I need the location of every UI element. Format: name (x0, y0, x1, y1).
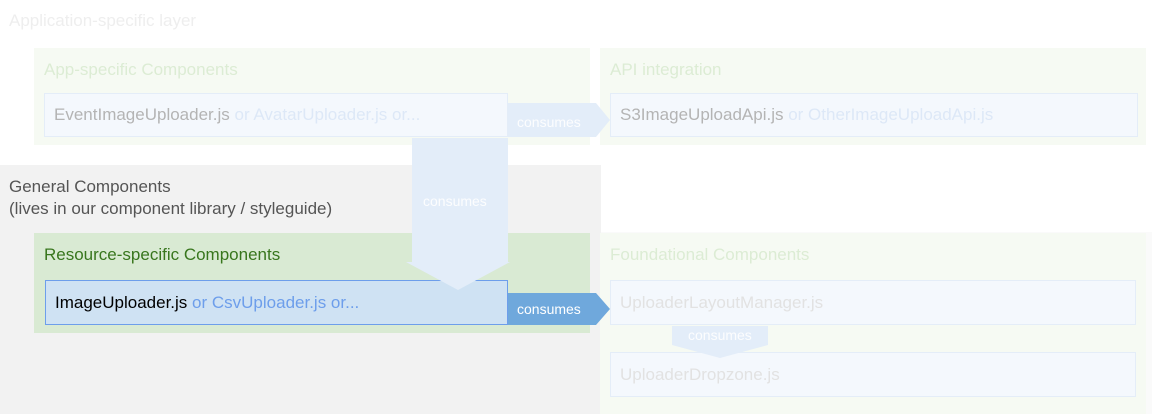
general-components-title: General Components (lives in our compone… (9, 176, 332, 220)
general-components-title-line2: (lives in our component library / styleg… (9, 199, 333, 218)
foundational-components-panel: Foundational Components UploaderLayoutMa… (600, 233, 1146, 414)
api-integration-panel: API integration S3ImageUploadApi.js or O… (600, 48, 1146, 145)
image-uploader-label: ImageUploader.js (55, 292, 188, 312)
image-uploader-box[interactable]: ImageUploader.js or CsvUploader.js or... (45, 280, 508, 325)
app-to-api-arrow (508, 103, 610, 137)
layout-manager-box[interactable]: UploaderLayoutManager.js (610, 280, 1136, 325)
api-integration-title: API integration (610, 60, 722, 79)
resource-alternatives: or CsvUploader.js or... (187, 292, 360, 312)
dropzone-box[interactable]: UploaderDropzone.js (610, 352, 1136, 397)
dropzone-label: UploaderDropzone.js (620, 364, 780, 384)
app-components-alternatives: or AvatarUploader.js or... (229, 105, 421, 124)
app-components-title: App-specific Components (44, 60, 238, 79)
app-components-panel: App-specific Components EventImageUpload… (34, 48, 590, 145)
resource-to-foundational-label: consumes (517, 301, 581, 317)
app-to-resource-arrow (406, 138, 510, 290)
foundational-components-title: Foundational Components (610, 245, 810, 264)
app-to-api-label: consumes (517, 114, 581, 130)
app-components-box[interactable]: EventImageUploader.js or AvatarUploader.… (44, 93, 508, 137)
resource-components-title: Resource-specific Components (44, 245, 281, 264)
app-layer-title: Application-specific layer (9, 11, 197, 30)
app-to-resource-label: consumes (423, 193, 487, 209)
event-image-uploader-label: EventImageUploader.js (54, 105, 230, 124)
layout-to-dropzone-arrow (672, 326, 768, 358)
api-integration-box[interactable]: S3ImageUploadApi.js or OtherImageUploadA… (610, 93, 1138, 137)
api-alternatives: or OtherImageUploadApi.js (783, 105, 994, 124)
resource-to-foundational-arrow (508, 293, 610, 325)
layout-manager-label: UploaderLayoutManager.js (620, 292, 824, 312)
s3-image-upload-api-label: S3ImageUploadApi.js (620, 105, 784, 124)
layout-to-dropzone-label: consumes (688, 327, 752, 343)
general-components-title-line1: General Components (9, 177, 171, 196)
